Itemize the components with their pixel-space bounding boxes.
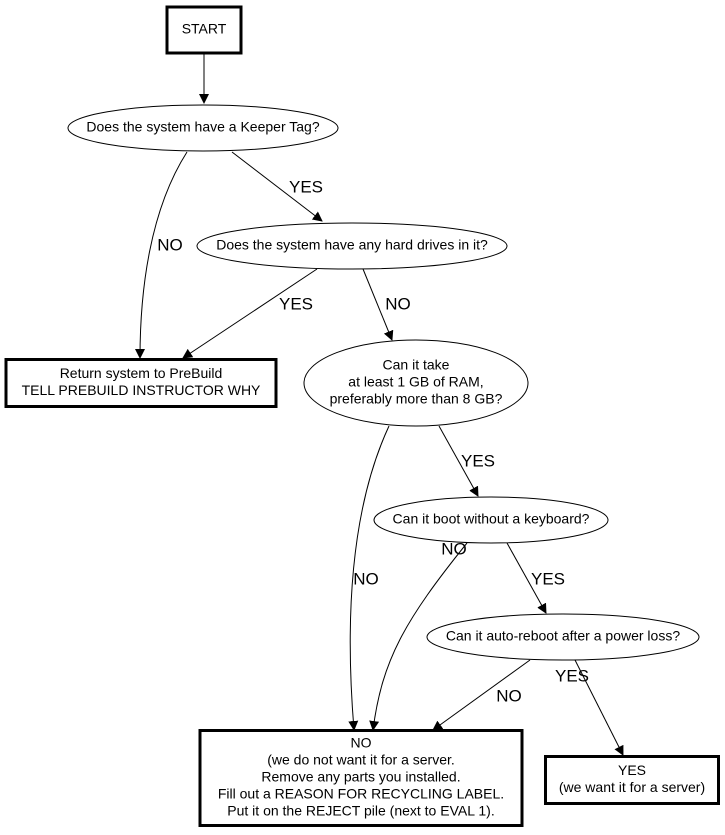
- edge-drives-to-ram: [362, 268, 394, 341]
- decision-ellipse: [426, 613, 700, 661]
- node-text-line: at least 1 GB of RAM,: [348, 374, 483, 390]
- edge-label-yes: YES: [531, 569, 565, 588]
- node-reject: NO(we do not want it for a server.Remove…: [198, 729, 524, 827]
- edge-reboot-to-accept: [574, 659, 624, 756]
- node-text-line: Return system to PreBuild: [60, 365, 223, 381]
- node-keeper: Does the system have a Keeper Tag?: [67, 104, 339, 152]
- node-text-line: TELL PREBUILD INSTRUCTOR WHY: [22, 382, 261, 398]
- node-keyboard: Can it boot without a keyboard?: [373, 496, 609, 544]
- decision-ellipse: [67, 104, 339, 152]
- node-reboot: Can it auto-reboot after a power loss?: [426, 613, 700, 661]
- edge-keeper-to-drives: [231, 151, 323, 222]
- edge-keyboard-to-reboot: [506, 542, 547, 614]
- node-text-line: Put it on the REJECT pile (next to EVAL …: [227, 803, 494, 819]
- edge-label-no: NO: [496, 686, 522, 705]
- edge-drives-to-prebuild: [182, 268, 318, 359]
- box-shape: [544, 755, 720, 805]
- node-text-line: Remove any parts you installed.: [261, 769, 460, 785]
- node-text-line: Does the system have a Keeper Tag?: [86, 119, 319, 135]
- edge-label-no: NO: [157, 235, 183, 254]
- edge-label-no: NO: [385, 294, 411, 313]
- box-shape: [4, 358, 278, 408]
- node-accept: YES(we want it for a server): [544, 755, 720, 805]
- edge-label-yes: YES: [289, 177, 323, 196]
- edge-ram-to-reject: [348, 425, 390, 731]
- edge-reboot-to-reject: [432, 659, 531, 731]
- edge-label-yes: YES: [555, 666, 589, 685]
- decision-ellipse: [196, 222, 508, 270]
- node-text-line: Does the system have any hard drives in …: [216, 237, 488, 253]
- node-text-line: Can it take: [383, 357, 450, 373]
- node-text-line: YES: [618, 762, 646, 778]
- edge-keeper-to-prebuild: [135, 151, 188, 359]
- node-text-line: Can it auto-reboot after a power loss?: [446, 628, 680, 644]
- node-drives: Does the system have any hard drives in …: [196, 222, 508, 270]
- decision-ellipse: [303, 339, 529, 427]
- node-text-line: preferably more than 8 GB?: [330, 391, 503, 407]
- edge-keyboard-to-reject: [369, 542, 468, 731]
- box-shape: [198, 729, 524, 827]
- edge-label-yes: YES: [461, 451, 495, 470]
- node-start: START: [165, 5, 243, 55]
- node-text-line: Fill out a REASON FOR RECYCLING LABEL.: [218, 786, 504, 802]
- node-text-line: NO: [351, 735, 372, 751]
- edge-label-yes: YES: [279, 294, 313, 313]
- edge-label-no: NO: [353, 569, 379, 588]
- node-text-line: Can it boot without a keyboard?: [393, 511, 590, 527]
- node-text-line: (we want it for a server): [559, 779, 705, 795]
- box-shape: [165, 5, 243, 55]
- edge-ram-to-keyboard: [438, 425, 479, 497]
- node-text-line: (we do not want it for a server.: [267, 752, 455, 768]
- node-text-line: START: [182, 21, 227, 37]
- decision-ellipse: [373, 496, 609, 544]
- edge-label-no: NO: [441, 539, 467, 558]
